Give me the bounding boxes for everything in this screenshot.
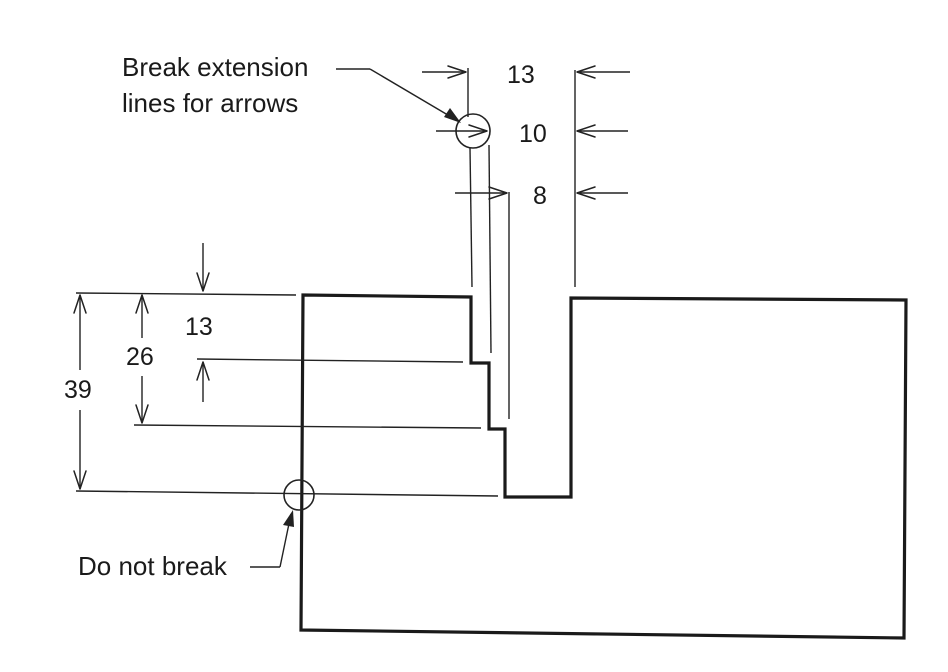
- dim-label-top-13: 13: [507, 61, 535, 89]
- arrowhead-39-bottom: [73, 470, 87, 490]
- extension-line-top-edge: [75, 292, 297, 296]
- dim-label-top-8: 8: [533, 182, 547, 210]
- arrowhead-13v-top: [196, 272, 210, 292]
- extension-line-13-step: [196, 358, 464, 363]
- dim-label-left-26: 26: [126, 343, 154, 371]
- arrowhead-10-right: [576, 124, 596, 138]
- arrowhead-26-top: [135, 294, 149, 314]
- do-not-break-circle: [283, 479, 315, 511]
- arrowhead-13-left: [447, 65, 467, 79]
- break-circle: [455, 113, 491, 149]
- note-break-line2: lines for arrows: [122, 88, 298, 118]
- part-outline-left: [299, 293, 908, 640]
- leader-break-diagonal: [369, 68, 459, 122]
- arrowhead-13v-bottom: [196, 361, 210, 381]
- arrowhead-8-left: [488, 186, 508, 200]
- arrowhead-8-right: [576, 186, 596, 200]
- dim-label-top-10: 10: [519, 120, 547, 148]
- extension-line-13-lower: [469, 147, 473, 288]
- arrowhead-26-bottom: [135, 404, 149, 424]
- note-do-not-break: Do not break: [78, 551, 228, 581]
- arrowhead-10-left: [468, 124, 488, 138]
- arrowhead-13-right: [576, 65, 596, 79]
- leader-break-arrowhead: [444, 108, 461, 123]
- arrowhead-39-top: [73, 294, 87, 314]
- leader-no-break-arrowhead: [283, 510, 294, 527]
- dim-label-left-39: 39: [64, 376, 92, 404]
- dim-label-left-13: 13: [185, 313, 213, 341]
- extension-line-26-step: [133, 424, 482, 429]
- note-break-line1: Break extension: [122, 52, 308, 82]
- extension-line-10: [488, 144, 492, 354]
- extension-line-39-bottom: [75, 490, 499, 497]
